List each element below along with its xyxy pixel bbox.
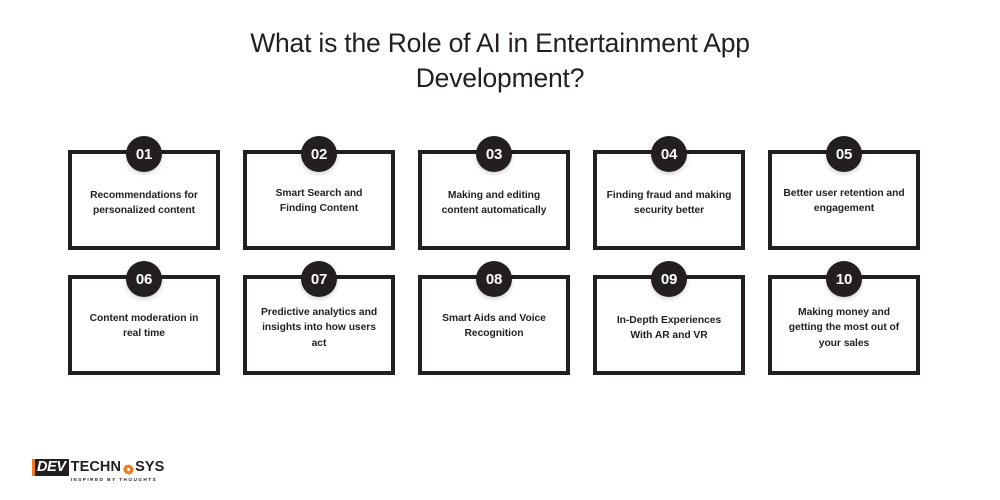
card-number-badge-09: 09	[651, 261, 687, 297]
card-10: 10 Making money and getting the most out…	[768, 261, 920, 375]
card-09: 09 In-Depth Experiences With AR and VR	[593, 261, 745, 375]
card-label-09: In-Depth Experiences With AR and VR	[616, 314, 722, 342]
card-number-badge-10: 10	[826, 261, 862, 297]
card-number-badge-08: 08	[476, 261, 512, 297]
card-02: 02 Smart Search and Finding Content	[243, 136, 395, 250]
card-number-badge-06: 06	[126, 261, 162, 297]
card-03: 03 Making and editing content automatica…	[418, 136, 570, 250]
card-label-05: Better user retention and engagement	[783, 187, 905, 215]
card-label-10: Making money and getting the most out of…	[788, 306, 900, 349]
page-title-line-2: Development?	[415, 63, 585, 93]
card-05: 05 Better user retention and engagement	[768, 136, 920, 250]
gear-icon	[122, 463, 134, 475]
card-number-badge-01: 01	[126, 136, 162, 172]
logo-dev-badge: DEV	[32, 459, 69, 476]
logo-word-sys: SYS	[135, 459, 165, 475]
card-04: 04 Finding fraud and making security bet…	[593, 136, 745, 250]
card-number-badge-07: 07	[301, 261, 337, 297]
card-06: 06 Content moderation in real time	[68, 261, 220, 375]
card-label-04: Finding fraud and making security better	[606, 189, 732, 217]
devtechnosys-logo: DEV TECHN SYS INSPIRED BY THOUGHTS	[32, 459, 164, 485]
cards-row-2: 06 Content moderation in real time 07 Pr…	[68, 261, 932, 375]
card-08: 08 Smart Aids and Voice Recognition	[418, 261, 570, 375]
card-label-07: Predictive analytics and insights into h…	[260, 306, 378, 349]
card-01: 01 Recommendations for personalized cont…	[68, 136, 220, 250]
card-07: 07 Predictive analytics and insights int…	[243, 261, 395, 375]
logo-wordmark: TECHN SYS INSPIRED BY THOUGHTS	[71, 459, 165, 483]
cards-grid: 01 Recommendations for personalized cont…	[68, 136, 932, 375]
card-label-06: Content moderation in real time	[89, 312, 199, 340]
card-number-badge-05: 05	[826, 136, 862, 172]
page-title-line-1: What is the Role of AI in Entertainment …	[250, 28, 750, 58]
page-title: What is the Role of AI in Entertainment …	[190, 26, 810, 96]
logo-word-techn: TECHN	[70, 459, 122, 475]
card-label-03: Making and editing content automatically	[441, 189, 547, 217]
card-number-badge-04: 04	[651, 136, 687, 172]
cards-row-1: 01 Recommendations for personalized cont…	[68, 136, 932, 250]
card-number-badge-03: 03	[476, 136, 512, 172]
card-label-01: Recommendations for personalized content	[90, 189, 198, 217]
card-label-08: Smart Aids and Voice Recognition	[442, 312, 546, 340]
card-label-02: Smart Search and Finding Content	[275, 187, 363, 215]
card-number-badge-02: 02	[301, 136, 337, 172]
logo-word-row: TECHN SYS	[71, 459, 165, 476]
logo-tagline: INSPIRED BY THOUGHTS	[70, 477, 158, 482]
